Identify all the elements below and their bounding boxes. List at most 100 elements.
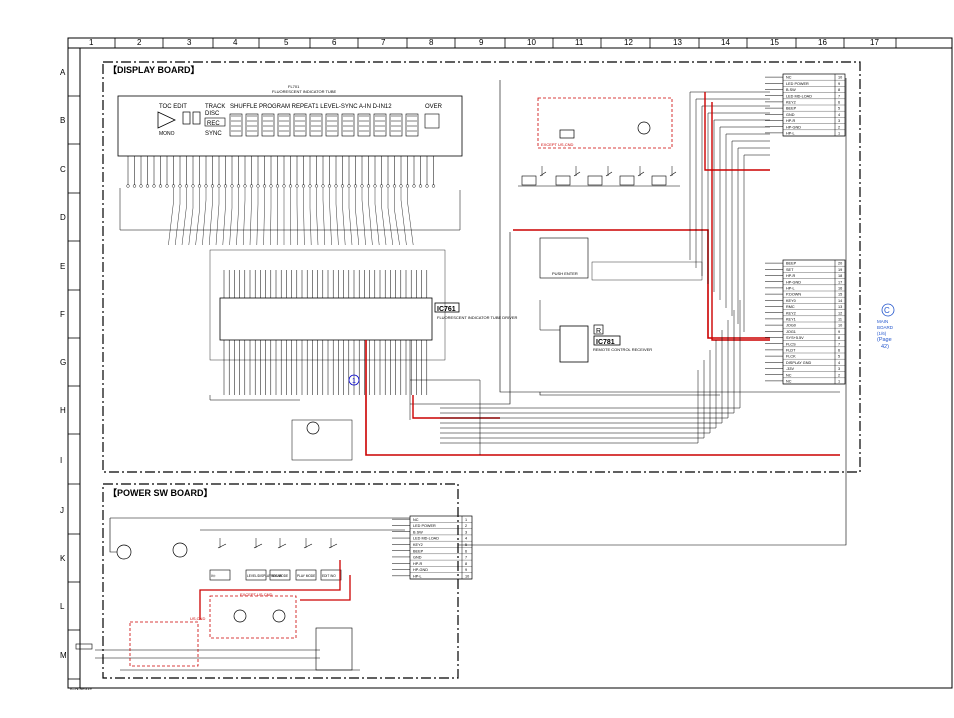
main-board-ref-line: (1/6) (877, 331, 887, 336)
row-label: D (60, 213, 66, 222)
row-label: J (60, 506, 64, 515)
vfd-disc: DISC (205, 111, 220, 117)
connector-pin-number: 2 (465, 524, 467, 528)
transistor-icon (306, 421, 320, 435)
vfd-digit-icon (309, 113, 323, 137)
vfd-digit-icon (182, 111, 191, 125)
display-board-title: 【DISPLAY BOARD】 (108, 65, 200, 75)
connector-pin-name: HP-L (786, 287, 795, 291)
row-label: H (60, 406, 66, 415)
connector-pin-name: B.SW (413, 530, 423, 534)
connector-pin-number: 3 (465, 530, 467, 534)
test-point-marker (348, 374, 360, 386)
main-board-letter: C (884, 306, 890, 315)
connector-pin-name: LED POWER (786, 82, 809, 86)
column-label: 14 (721, 38, 730, 47)
vfd-rec-box (204, 117, 226, 127)
connector-pin-number: 18 (838, 274, 842, 278)
connector-pin-name: FLDT (786, 349, 796, 353)
connector-pin-number: 8 (838, 336, 840, 340)
connector-pin-name: LED MD-LOAD (786, 94, 812, 98)
column-label: 6 (332, 38, 337, 47)
transistor-icon (233, 609, 247, 623)
connector-pin-number: 9 (838, 82, 840, 86)
vfd-digit-icon (405, 113, 419, 137)
connector-pin-number: 7 (465, 556, 467, 560)
connector-pin-name: FLCS (786, 342, 796, 346)
connector-pin-number: 8 (838, 88, 840, 92)
vfd-over: OVER (425, 104, 443, 110)
tube-pins (119, 156, 461, 246)
column-label: 7 (381, 38, 386, 47)
connector-pin-number: 2 (838, 373, 840, 377)
row-label: E (60, 262, 65, 271)
power-us-region (129, 621, 199, 667)
row-label: B (60, 116, 65, 125)
connector-pin-number: 12 (838, 311, 842, 315)
vfd-digit-icon (293, 113, 307, 137)
connector-pin-number: 6 (838, 101, 840, 105)
main-board-ref-line: (Page (877, 337, 892, 343)
connector-pin-name: HP-GND (413, 568, 428, 572)
encoder-label: PUSH ENTER (552, 271, 578, 276)
main-board-ref-line: BOARD (877, 325, 894, 330)
transistor-icon (637, 121, 651, 135)
sheet-frame (67, 37, 953, 689)
column-label: 4 (233, 38, 238, 47)
connector-pin-name: KEY2 (786, 311, 796, 315)
vfd-mono: MONO (159, 131, 175, 137)
power-switch-label: REC MODE (271, 574, 288, 578)
column-label: 16 (818, 38, 827, 47)
power-us-note: US,CND (190, 616, 205, 621)
connector-pin-number: 4 (838, 361, 840, 365)
column-label: 10 (527, 38, 536, 47)
power-except-region (209, 595, 297, 639)
headphone-jack (315, 627, 353, 671)
power-switch-label-box (245, 569, 267, 581)
vfd-digit-icon (341, 113, 355, 137)
vfd-digit-icon (277, 113, 291, 137)
key-switch-icon (619, 175, 635, 186)
column-label: 8 (429, 38, 434, 47)
power-board-boundary (102, 483, 459, 679)
main-board-ref-icon (881, 303, 895, 317)
connector-pin-number: 4 (465, 537, 467, 541)
power-bottom-ref: IC-N-SE319 (70, 686, 92, 691)
connector-pin-name: KEY2 (413, 543, 423, 547)
ic781-name: IC781 (596, 339, 615, 346)
vfd-sync: SYNC (205, 131, 222, 137)
column-label: 1 (89, 38, 94, 47)
connector-pin-number: 13 (838, 305, 842, 309)
vfd-digit-icon (229, 113, 243, 137)
connector-pin-name: P.DOWN (786, 293, 801, 297)
power-switch-label: PLAY MODE (297, 574, 315, 578)
connector-pin-number: 14 (838, 299, 842, 303)
connector-pin-number: 6 (465, 549, 467, 553)
main-board-ref-line: 42) (881, 344, 889, 350)
connector-pin-number: 6 (838, 349, 840, 353)
connector-pin-name: NC (786, 76, 792, 80)
power-switch-label-box (295, 569, 317, 581)
vfd-digit-icon (373, 113, 387, 137)
key-switch-icon (521, 175, 537, 186)
connector-pin-number: 1 (465, 518, 467, 522)
transistor-icon (272, 609, 286, 623)
vfd-toc-edit: TOC EDIT (159, 104, 187, 110)
connector-pin-name: JOG1 (786, 330, 796, 334)
connector-pin-name: HP-R (786, 119, 796, 123)
connector-pin-name: KEY2 (786, 101, 796, 105)
row-label: C (60, 165, 66, 174)
connector-pin-number: 10 (838, 76, 842, 80)
row-label: K (60, 554, 66, 563)
connector-pin-number: 19 (838, 268, 842, 272)
wiring (410, 78, 847, 546)
vfd-digit-icon (325, 113, 339, 137)
vfd-tube (117, 95, 463, 157)
tube-ref: FL701 (288, 84, 300, 89)
connector-pin-name: SET (786, 268, 794, 272)
display-board-boundary (102, 61, 861, 473)
connector-pin-number: 1 (838, 132, 840, 136)
vfd-digit-icon (357, 113, 371, 137)
